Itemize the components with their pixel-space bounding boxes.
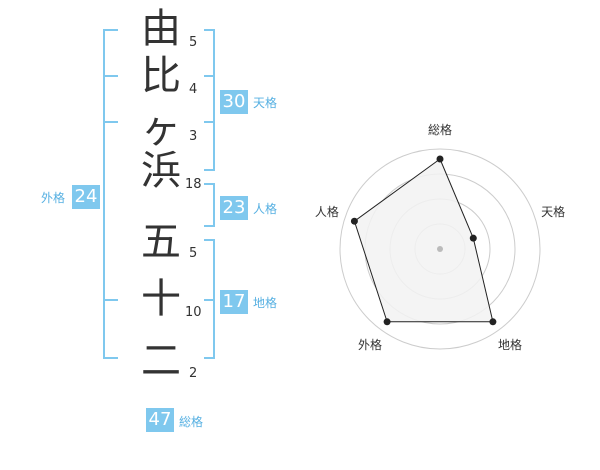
radar-axis-label-soukaku: 総格 [428, 123, 453, 137]
name-char-6: 十 [141, 276, 181, 322]
stroke-count-4: 18 [185, 177, 202, 192]
name-char-4: 浜 [141, 148, 181, 194]
soukaku-label: 総格 [179, 415, 204, 429]
jinkaku-label: 人格 [253, 202, 278, 216]
radar-axis-label-gaikaku: 外格 [358, 338, 383, 353]
tenkaku-bracket [204, 29, 215, 171]
radar-point [350, 217, 358, 225]
radar-axis-label-chikaku: 地格 [497, 338, 522, 353]
chikaku-label: 地格 [253, 296, 278, 310]
gaikaku-value: 24 [72, 185, 100, 209]
chikaku-bracket [204, 239, 215, 359]
name-char-7: 二 [141, 338, 181, 384]
radar-point [436, 155, 444, 163]
stroke-count-3: 3 [189, 129, 198, 144]
jinkaku-bracket [204, 183, 215, 227]
gaikaku-bracket [103, 29, 118, 359]
name-char-1: 由 [141, 6, 181, 52]
stroke-count-7: 2 [189, 366, 198, 381]
name-char-5: 五 [141, 219, 181, 265]
radar-point [469, 234, 477, 242]
radar-ring [339, 148, 541, 350]
chikaku-value: 17 [220, 290, 248, 314]
radar-axis-label-jinkaku: 人格 [314, 205, 339, 220]
soukaku-value: 47 [146, 408, 174, 432]
name-char-3: ヶ [141, 106, 181, 152]
stroke-count-6: 10 [185, 305, 202, 320]
radar-axis-label-tenkaku: 天格 [541, 205, 566, 220]
stroke-count-5: 5 [189, 246, 198, 261]
gaikaku-label: 外格 [41, 191, 66, 205]
jinkaku-value: 23 [220, 196, 248, 220]
name-char-2: 比 [141, 53, 181, 99]
radar-point [383, 318, 391, 326]
radar-point [489, 318, 497, 326]
tenkaku-value: 30 [220, 90, 248, 114]
radar-center-dot [437, 246, 443, 252]
stroke-count-1: 5 [189, 35, 198, 50]
radar-polygon [353, 158, 494, 323]
tenkaku-label: 天格 [253, 96, 278, 110]
stroke-count-2: 4 [189, 82, 198, 97]
